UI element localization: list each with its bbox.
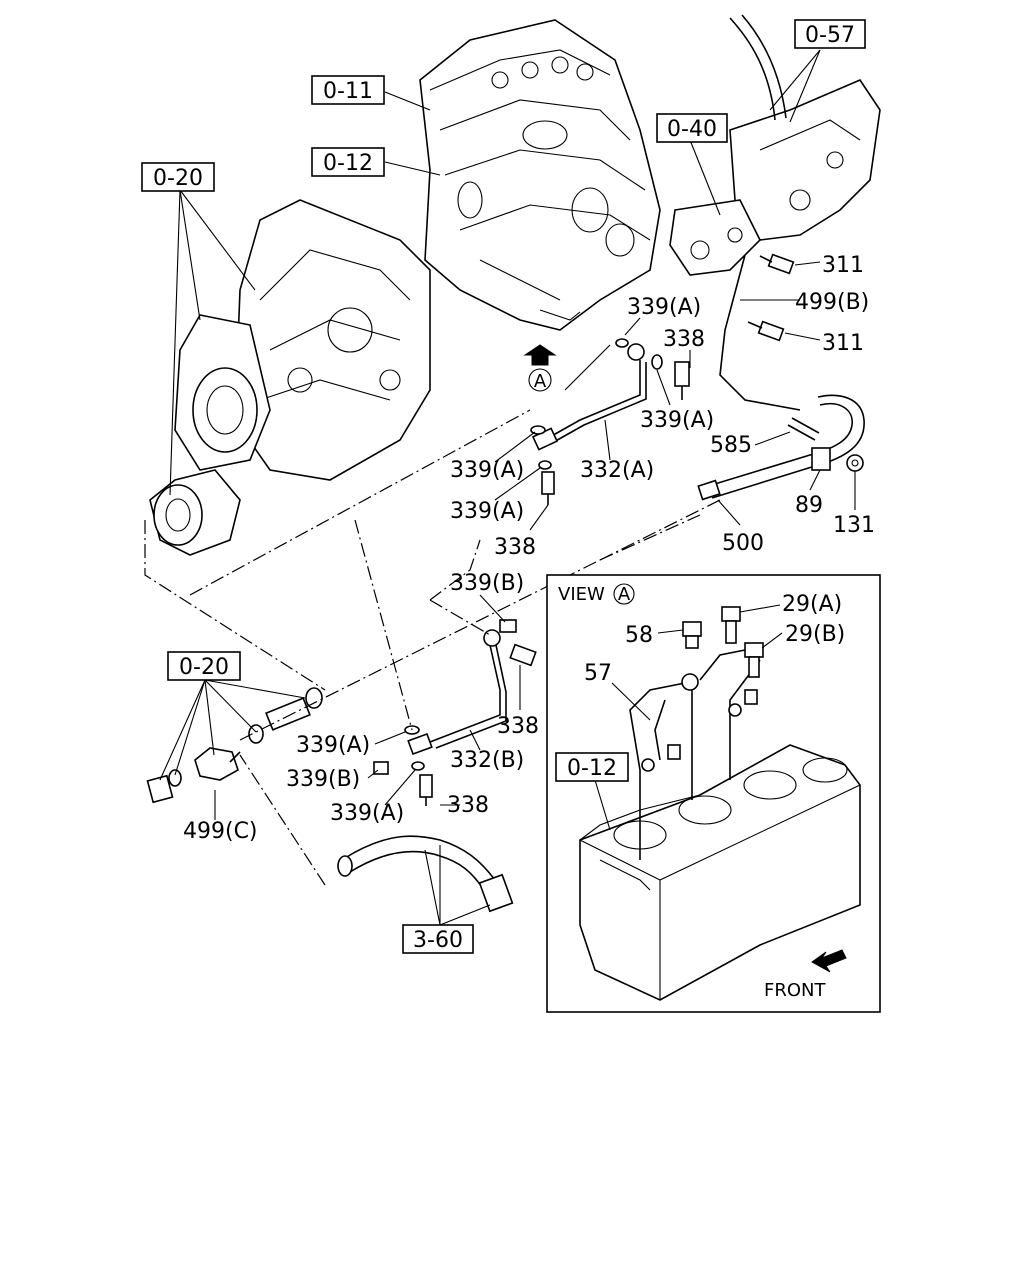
clip-89 — [811, 447, 831, 471]
callout-339a-1: 339(A) — [627, 295, 701, 320]
engine-mount-bracket — [669, 14, 881, 276]
clip-339b-upper — [499, 619, 517, 633]
callout-58: 58 — [625, 623, 653, 648]
callout-29b: 29(B) — [785, 622, 845, 647]
callout-338-2: 338 — [494, 535, 536, 560]
washer-339a-mid — [651, 354, 663, 370]
relation-lines — [144, 409, 721, 886]
callout-89: 89 — [795, 493, 823, 518]
view-a-marker: A — [534, 371, 547, 392]
callout-311-upper: 311 — [822, 253, 864, 278]
bolt-338-upper — [674, 361, 690, 400]
ref-box-3-60: 3-60 — [402, 924, 474, 954]
ref-box-0-12-view: 0-12 — [555, 752, 629, 782]
ref-box-0-20-top: 0-20 — [141, 162, 215, 192]
ref-box-0-20-left: 0-20 — [167, 651, 241, 681]
svg-text:0-40: 0-40 — [667, 117, 717, 142]
sensor-assembly-499c — [146, 687, 323, 804]
svg-text:0-11: 0-11 — [323, 79, 373, 104]
washer-339a-lower — [538, 460, 552, 470]
engine-block-illustration — [419, 19, 661, 331]
svg-text:0-57: 0-57 — [805, 23, 855, 48]
svg-text:0-20: 0-20 — [153, 166, 203, 191]
washer-339a-top — [615, 338, 629, 348]
callout-332a: 332(A) — [580, 458, 654, 483]
callout-338-4: 338 — [447, 793, 489, 818]
svg-text:0-12: 0-12 — [567, 756, 617, 781]
callout-500: 500 — [722, 531, 764, 556]
callout-499b: 499(B) — [795, 290, 869, 315]
callout-339a-6: 339(A) — [330, 801, 404, 826]
callout-338-3: 338 — [497, 714, 539, 739]
callout-339a-4: 339(A) — [450, 499, 524, 524]
callout-57: 57 — [584, 661, 612, 686]
tube-332a — [531, 343, 647, 451]
bolt-338-bottom — [419, 774, 433, 806]
callout-585: 585 — [710, 433, 752, 458]
view-a-panel: VIEW A — [546, 574, 881, 1013]
bolt-338-mid — [541, 471, 555, 505]
view-panel-title: VIEW — [558, 584, 605, 605]
callout-131: 131 — [833, 513, 875, 538]
callout-339b-2: 339(B) — [286, 767, 360, 792]
nut-131 — [846, 454, 864, 472]
ref-box-0-12-top: 0-12 — [311, 147, 385, 177]
svg-text:0-20: 0-20 — [179, 655, 229, 680]
bolt-311-upper — [759, 253, 795, 275]
callout-29a: 29(A) — [782, 592, 842, 617]
pipe-500 — [697, 394, 865, 501]
tube-499b — [719, 254, 801, 411]
bolt-311-lower — [747, 320, 785, 342]
callout-311-lower: 311 — [822, 331, 864, 356]
callouts: 311 311 499(B) 339(A) 338 339(A) 585 339… — [183, 253, 875, 844]
ref-box-0-11: 0-11 — [311, 75, 385, 105]
callout-339a-3: 339(A) — [450, 458, 524, 483]
callout-339b-1: 339(B) — [450, 571, 524, 596]
ref-box-0-57: 0-57 — [794, 19, 866, 49]
bolt-585 — [787, 417, 820, 441]
view-panel-marker: A — [618, 584, 631, 605]
ref-box-0-40: 0-40 — [656, 113, 728, 143]
front-arrow-icon — [811, 949, 847, 973]
view-a-indicator: A — [523, 344, 611, 392]
callout-339a-2: 339(A) — [640, 408, 714, 433]
front-cover-illustration — [149, 199, 431, 556]
washer-339a-b2 — [411, 761, 425, 771]
front-label: FRONT — [764, 980, 826, 1001]
callout-332b: 332(B) — [450, 748, 524, 773]
bolt-338-right — [509, 643, 537, 667]
svg-text:0-12: 0-12 — [323, 151, 373, 176]
leader-lines — [159, 49, 856, 926]
callout-499c: 499(C) — [183, 819, 258, 844]
svg-text:3-60: 3-60 — [413, 928, 463, 953]
hose-3-60 — [337, 835, 514, 913]
callout-339a-5: 339(A) — [296, 733, 370, 758]
callout-338-1: 338 — [663, 327, 705, 352]
